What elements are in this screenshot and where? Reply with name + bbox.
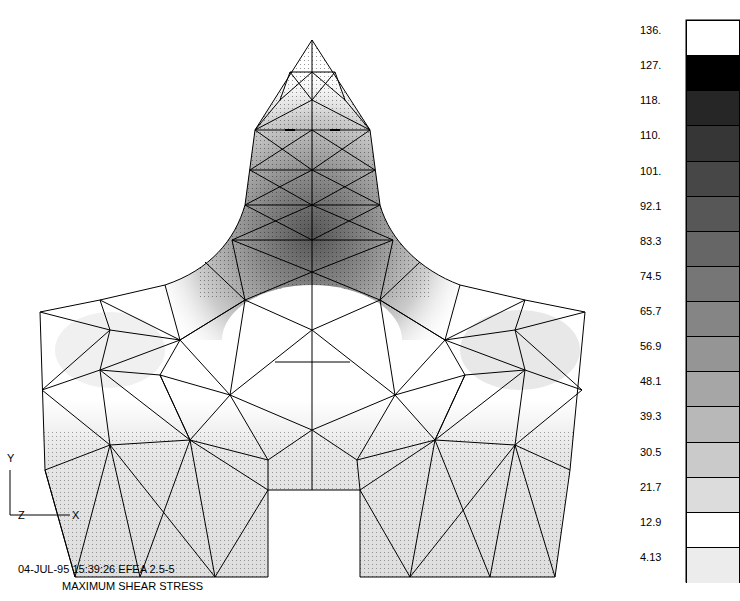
legend-swatch xyxy=(686,336,740,372)
legend-value: 65.7 xyxy=(640,305,661,317)
axis-label: Y xyxy=(7,452,14,464)
axis-label: Z xyxy=(18,509,25,521)
axis-label: X xyxy=(72,509,79,521)
legend-swatch xyxy=(686,125,740,161)
legend-swatch xyxy=(686,547,740,583)
legend-swatch xyxy=(686,477,740,513)
legend-value: 101. xyxy=(640,165,661,177)
legend-value: 39.3 xyxy=(640,410,661,422)
legend-swatch xyxy=(686,55,740,91)
legend-value: 92.1 xyxy=(640,200,661,212)
legend-swatch xyxy=(686,512,740,548)
legend-value: 4.13 xyxy=(640,551,661,563)
legend-swatch xyxy=(686,20,740,56)
legend-swatch xyxy=(686,371,740,407)
legend-value: 74.5 xyxy=(640,270,661,282)
legend-swatch xyxy=(686,266,740,302)
legend-swatch xyxy=(686,90,740,126)
legend-value: 21.7 xyxy=(640,481,661,493)
legend-value: 136. xyxy=(640,24,661,36)
legend-swatch xyxy=(686,196,740,232)
axis-triad xyxy=(10,470,70,515)
legend-value: 118. xyxy=(640,94,661,106)
legend-value: 110. xyxy=(640,129,661,141)
timestamp-label: 04-JUL-95 15:39:26 EFEA 2.5-5 xyxy=(18,563,175,575)
legend-value: 127. xyxy=(640,59,661,71)
plot-title: MAXIMUM SHEAR STRESS xyxy=(62,580,203,592)
legend-value: 56.9 xyxy=(640,340,661,352)
legend-swatch xyxy=(686,301,740,337)
mesh-lines xyxy=(40,40,585,577)
legend-swatch xyxy=(686,231,740,267)
legend-frame xyxy=(686,20,740,582)
legend-swatch xyxy=(686,442,740,478)
legend-value: 48.1 xyxy=(640,375,661,387)
legend-swatch xyxy=(686,406,740,442)
legend-value: 83.3 xyxy=(640,235,661,247)
legend-swatch xyxy=(686,161,740,197)
legend-value: 12.9 xyxy=(640,516,661,528)
legend-value: 30.5 xyxy=(640,446,661,458)
